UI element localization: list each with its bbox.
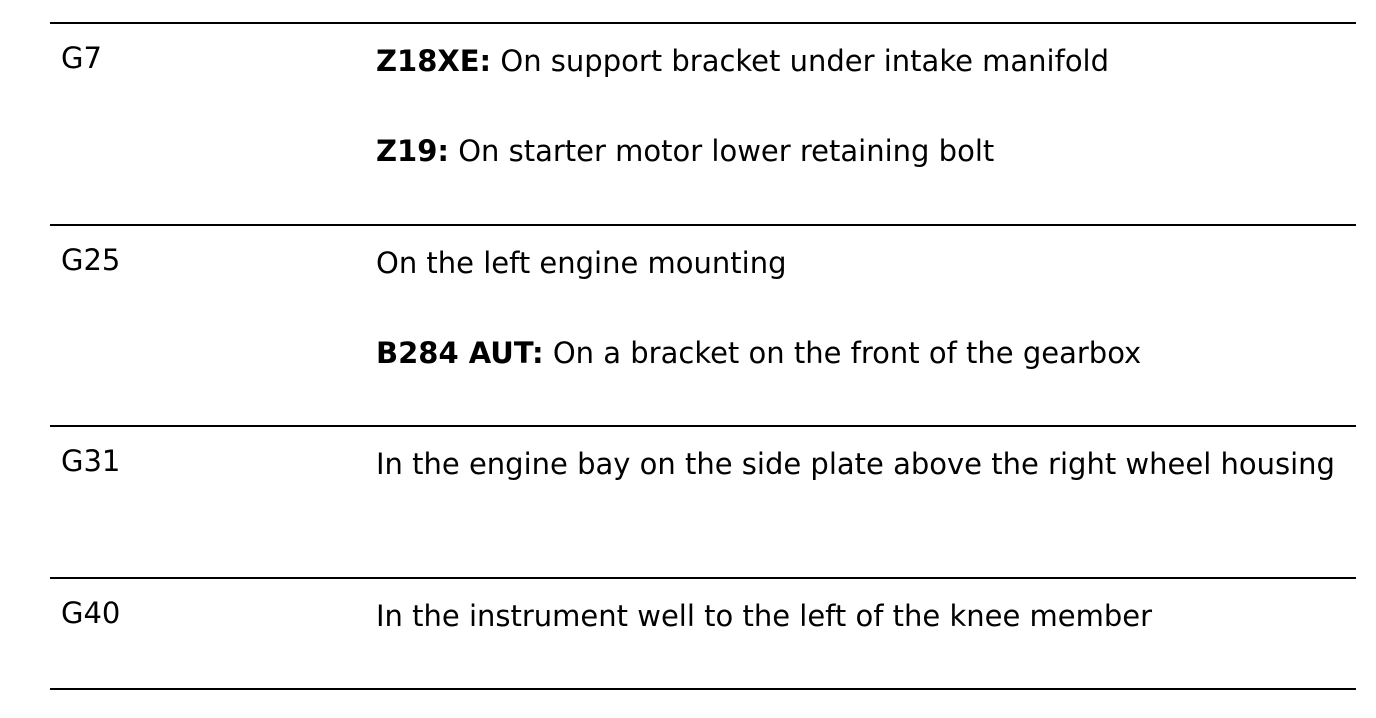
location-text: On the left engine mounting [376, 246, 787, 280]
location-line: Z18XE: On support bracket under intake m… [376, 41, 1351, 81]
location-text: On a bracket on the front of the gearbox [543, 336, 1142, 370]
ground-code: G40 [61, 596, 121, 630]
location-line: In the engine bay on the side plate abov… [376, 444, 1351, 484]
location-line: In the instrument well to the left of th… [376, 596, 1351, 636]
ground-points-table: G7 Z18XE: On support bracket under intak… [50, 22, 1356, 690]
variant-label: Z19: [376, 134, 449, 168]
location-description: In the engine bay on the side plate abov… [376, 444, 1351, 484]
location-text: In the instrument well to the left of th… [376, 599, 1153, 633]
location-line: Z19: On starter motor lower retaining bo… [376, 131, 1351, 171]
location-line: B284 AUT: On a bracket on the front of t… [376, 333, 1351, 373]
location-text: In the engine bay on the side plate abov… [376, 447, 1335, 481]
location-line: On the left engine mounting [376, 243, 1351, 283]
location-description: On the left engine mounting B284 AUT: On… [376, 243, 1351, 373]
table-row: G7 Z18XE: On support bracket under intak… [50, 22, 1356, 224]
ground-code: G31 [61, 444, 121, 478]
location-description: Z18XE: On support bracket under intake m… [376, 41, 1351, 171]
location-text: On starter motor lower retaining bolt [448, 134, 995, 168]
table-row: G25 On the left engine mounting B284 AUT… [50, 224, 1356, 425]
table-row: G31 In the engine bay on the side plate … [50, 425, 1356, 577]
table-row: G40 In the instrument well to the left o… [50, 577, 1356, 690]
variant-label: Z18XE: [376, 44, 492, 78]
location-text: On support bracket under intake manifold [491, 44, 1110, 78]
ground-code: G7 [61, 41, 102, 75]
location-description: In the instrument well to the left of th… [376, 596, 1351, 636]
variant-label: B284 AUT: [376, 336, 544, 370]
ground-code: G25 [61, 243, 121, 277]
